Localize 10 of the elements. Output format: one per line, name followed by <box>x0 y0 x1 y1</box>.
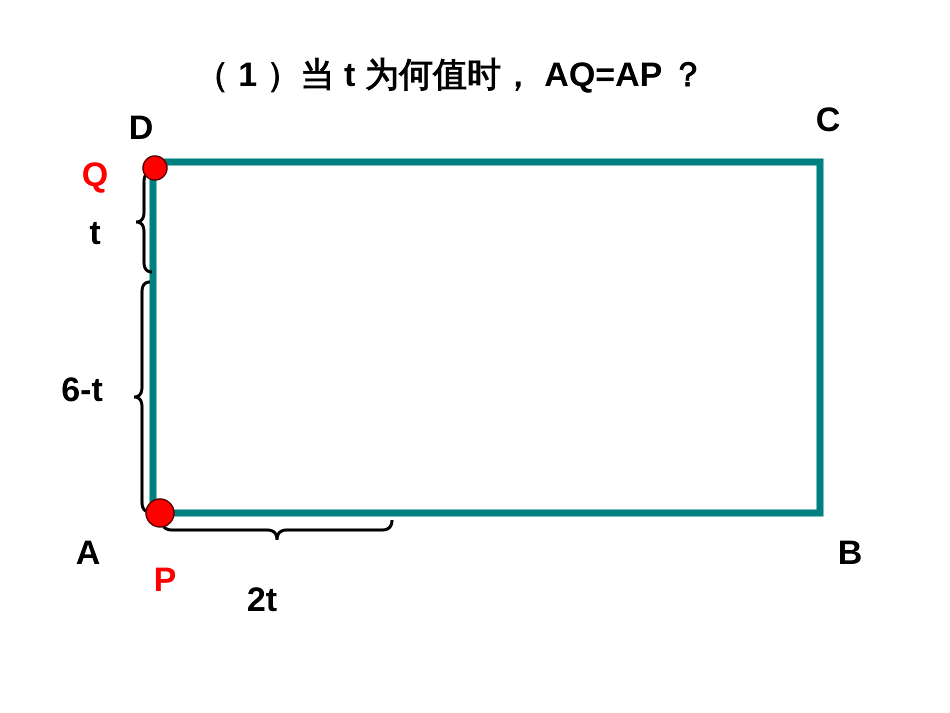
vertex-label: C <box>816 103 840 137</box>
vertex-label: D <box>128 111 154 145</box>
dimension-label: 2t <box>246 583 278 617</box>
point-label: P <box>154 563 176 597</box>
dimension-label: t <box>89 216 101 250</box>
vertex-label: A <box>76 536 100 570</box>
vertex-label: B <box>838 536 862 570</box>
point-label: Q <box>82 158 108 192</box>
question-title: （ 1 ）当 t 为何值时， AQ=AP ？ <box>194 58 706 92</box>
dimension-label: 6-t <box>61 373 103 407</box>
